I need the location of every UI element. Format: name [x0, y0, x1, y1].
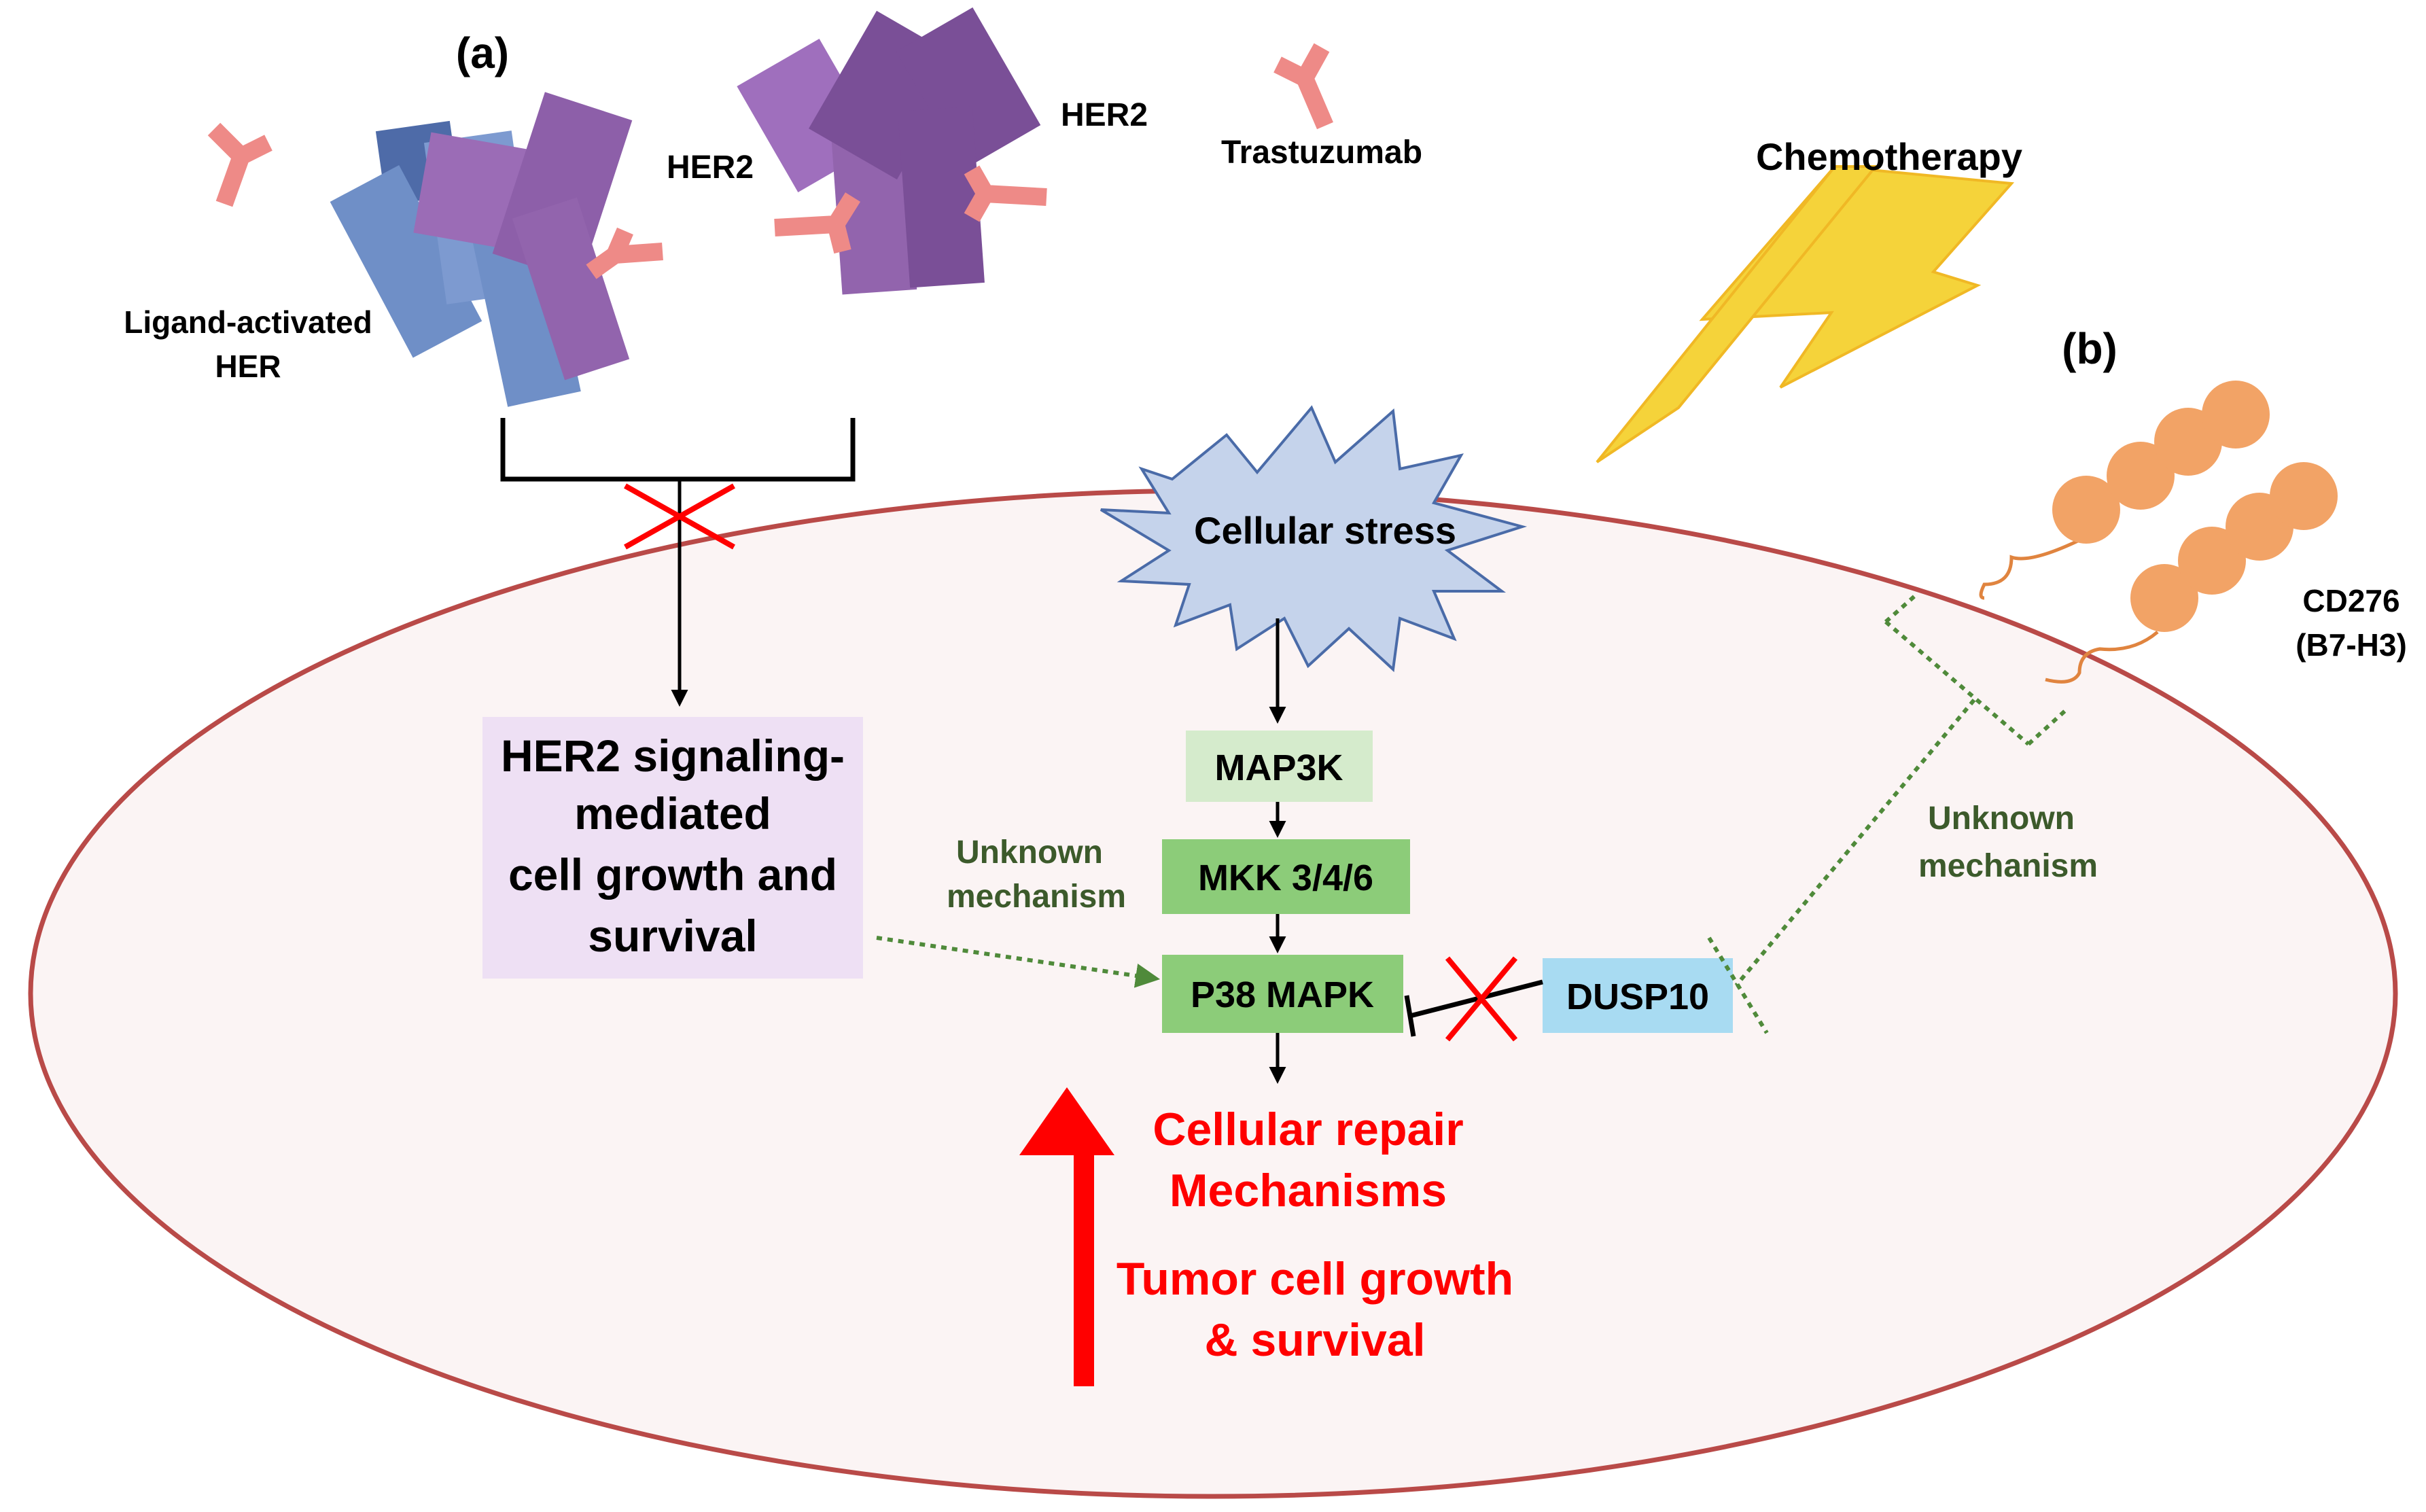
- unknown-mechanism-dotted-arrow: [876, 936, 1161, 988]
- map3k-label: MAP3K: [1214, 748, 1343, 788]
- her2-receptor-dimer: [737, 7, 1041, 295]
- chemotherapy-bolt-tail: [1596, 165, 1879, 463]
- mechanisms-label: Mechanisms: [1170, 1165, 1447, 1216]
- cd276-molecule: [1979, 381, 2338, 684]
- mkk-label: MKK 3/4/6: [1198, 858, 1373, 898]
- mkk-box: [1162, 839, 1410, 914]
- trastuzumab-antibody-1: [207, 122, 273, 207]
- chemotherapy-label: Chemotherapy: [1756, 135, 2022, 178]
- her2-box-line2: mediated: [574, 788, 771, 839]
- unknown-mechanism-right-line1: Unknown: [1928, 801, 2075, 837]
- cellular-stress-burst: [1100, 405, 1528, 673]
- unknown-mechanism-right-line2: mechanism: [1918, 848, 2098, 884]
- panel-label-a: (a): [456, 29, 509, 77]
- trastuzumab-antibody-5: [964, 165, 1047, 222]
- dusp10-label: DUSP10: [1566, 977, 1709, 1017]
- her2-box-line4: survival: [588, 911, 758, 961]
- cd276-label: CD276: [2302, 583, 2399, 618]
- her2-label-left: HER2: [667, 150, 754, 186]
- her2-signaling-box: [482, 717, 863, 979]
- unknown-mechanism-left-line1: Unknown: [956, 834, 1103, 871]
- tumor-growth-label: Tumor cell growth: [1117, 1253, 1513, 1305]
- trastuzumab-antibody-2: [1273, 43, 1333, 130]
- p38-mapk-label: P38 MAPK: [1191, 974, 1374, 1015]
- dusp10-box: [1543, 958, 1733, 1033]
- cellular-repair-label: Cellular repair: [1153, 1104, 1463, 1155]
- survival-label: & survival: [1204, 1314, 1425, 1366]
- receptor-bracket: [500, 418, 856, 482]
- her2-box-line1: HER2 signaling-: [501, 731, 845, 781]
- ligand-activated-label: Ligand-activated: [124, 304, 372, 340]
- inhibition-x-icon-dusp10: [1445, 956, 1518, 1042]
- p38-mapk-box: [1162, 955, 1403, 1033]
- inhibition-x-icon-her2: [624, 483, 735, 550]
- her2-receptor-left: [413, 92, 633, 381]
- b7h3-label: (B7-H3): [2296, 627, 2407, 663]
- panel-label-b: (b): [2062, 324, 2117, 373]
- cellular-stress-label: Cellular stress: [1194, 509, 1456, 552]
- dusp10-inhibition-line: [1409, 979, 1543, 1019]
- trastuzumab-antibody-3: [586, 227, 663, 279]
- her2-label-right: HER2: [1061, 97, 1148, 133]
- trastuzumab-antibody-4: [774, 192, 861, 254]
- unknown-mechanism-left-line2: mechanism: [947, 879, 1126, 915]
- dusp10-inhibition-bar: [1404, 995, 1416, 1037]
- cd276-dotted-inhibition: [1707, 593, 2068, 1034]
- increase-arrow-icon: [1019, 1087, 1114, 1386]
- map3k-box: [1186, 731, 1373, 802]
- trastuzumab-label: Trastuzumab: [1221, 135, 1422, 171]
- her2-box-line3: cell growth and: [508, 849, 837, 900]
- her-label: HER: [215, 349, 281, 384]
